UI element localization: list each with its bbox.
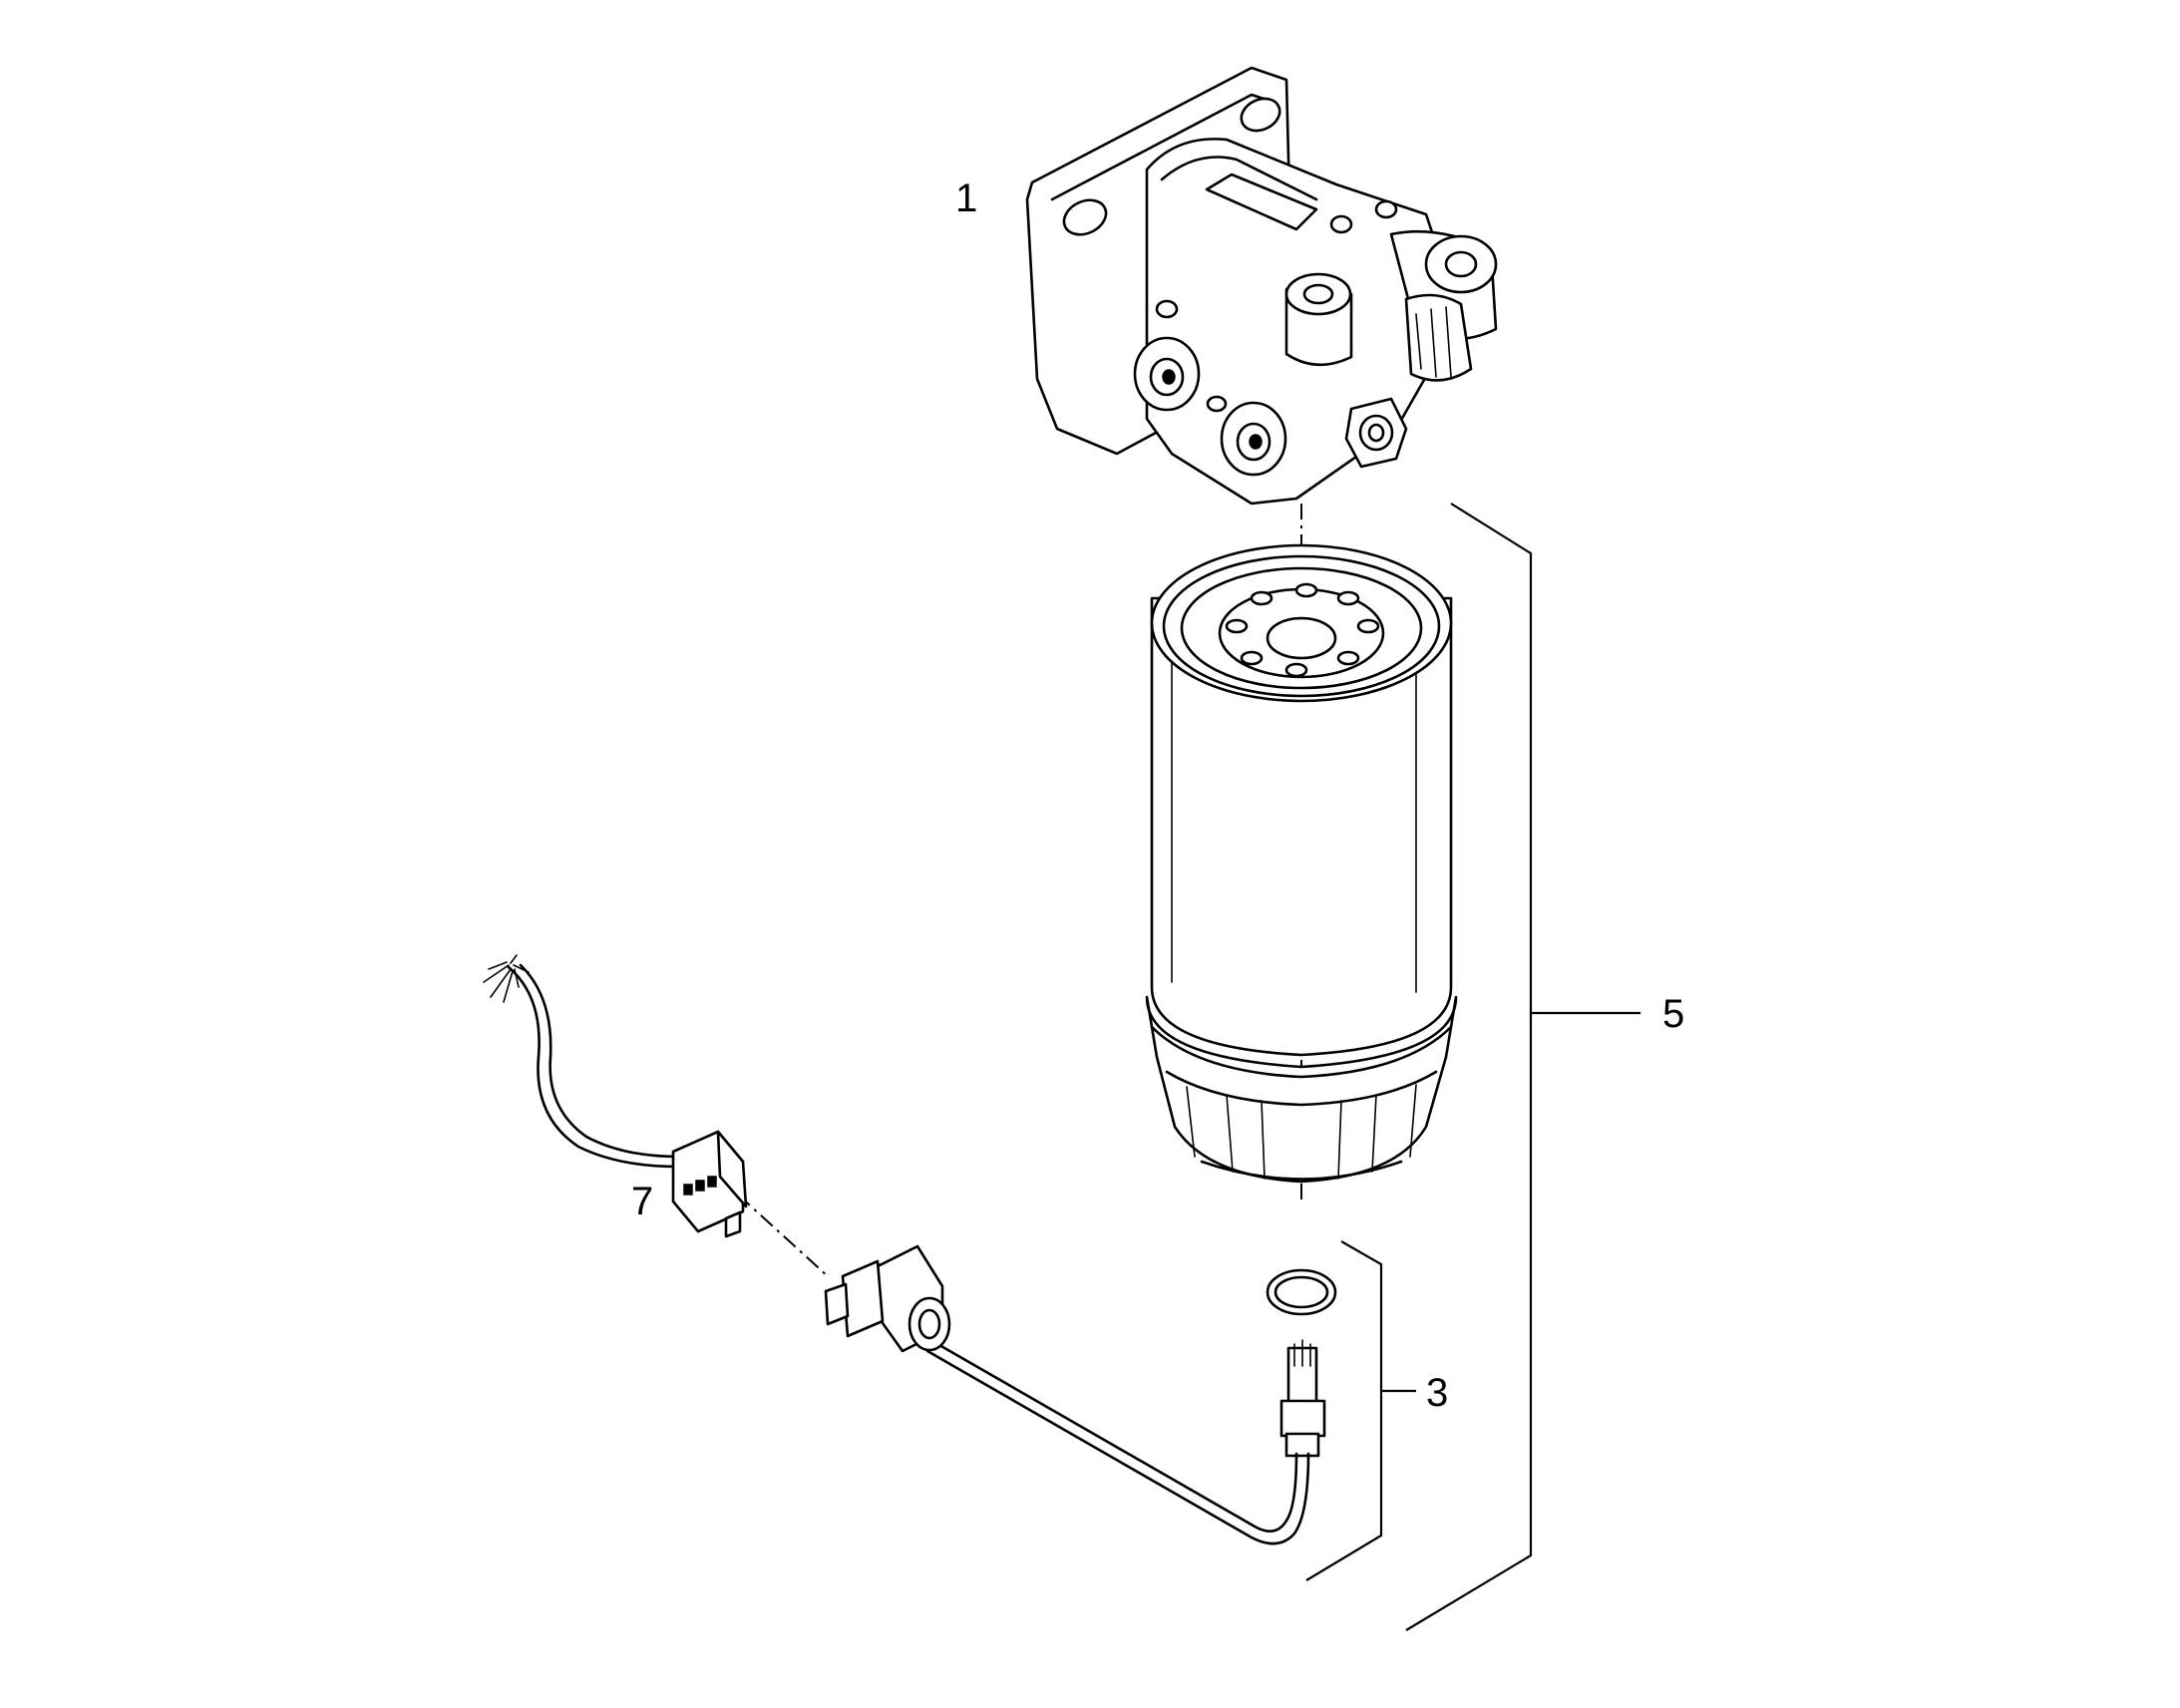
leader-bracket-3 [1305, 1240, 1383, 1581]
water-sensor-assembly [824, 1244, 1326, 1545]
wiring-harness [483, 954, 748, 1238]
callout-1: 1 [955, 176, 977, 220]
leader-bracket-5 [1405, 503, 1533, 1631]
callout-3: 3 [1426, 1371, 1448, 1415]
o-ring-inner [1273, 1275, 1329, 1309]
callout-5: 5 [1662, 992, 1684, 1036]
callout-7: 7 [631, 1180, 653, 1223]
filter-head-bracket [1025, 66, 1498, 506]
connector-mating-line [737, 1194, 829, 1277]
filter-cartridge [1145, 543, 1458, 1184]
